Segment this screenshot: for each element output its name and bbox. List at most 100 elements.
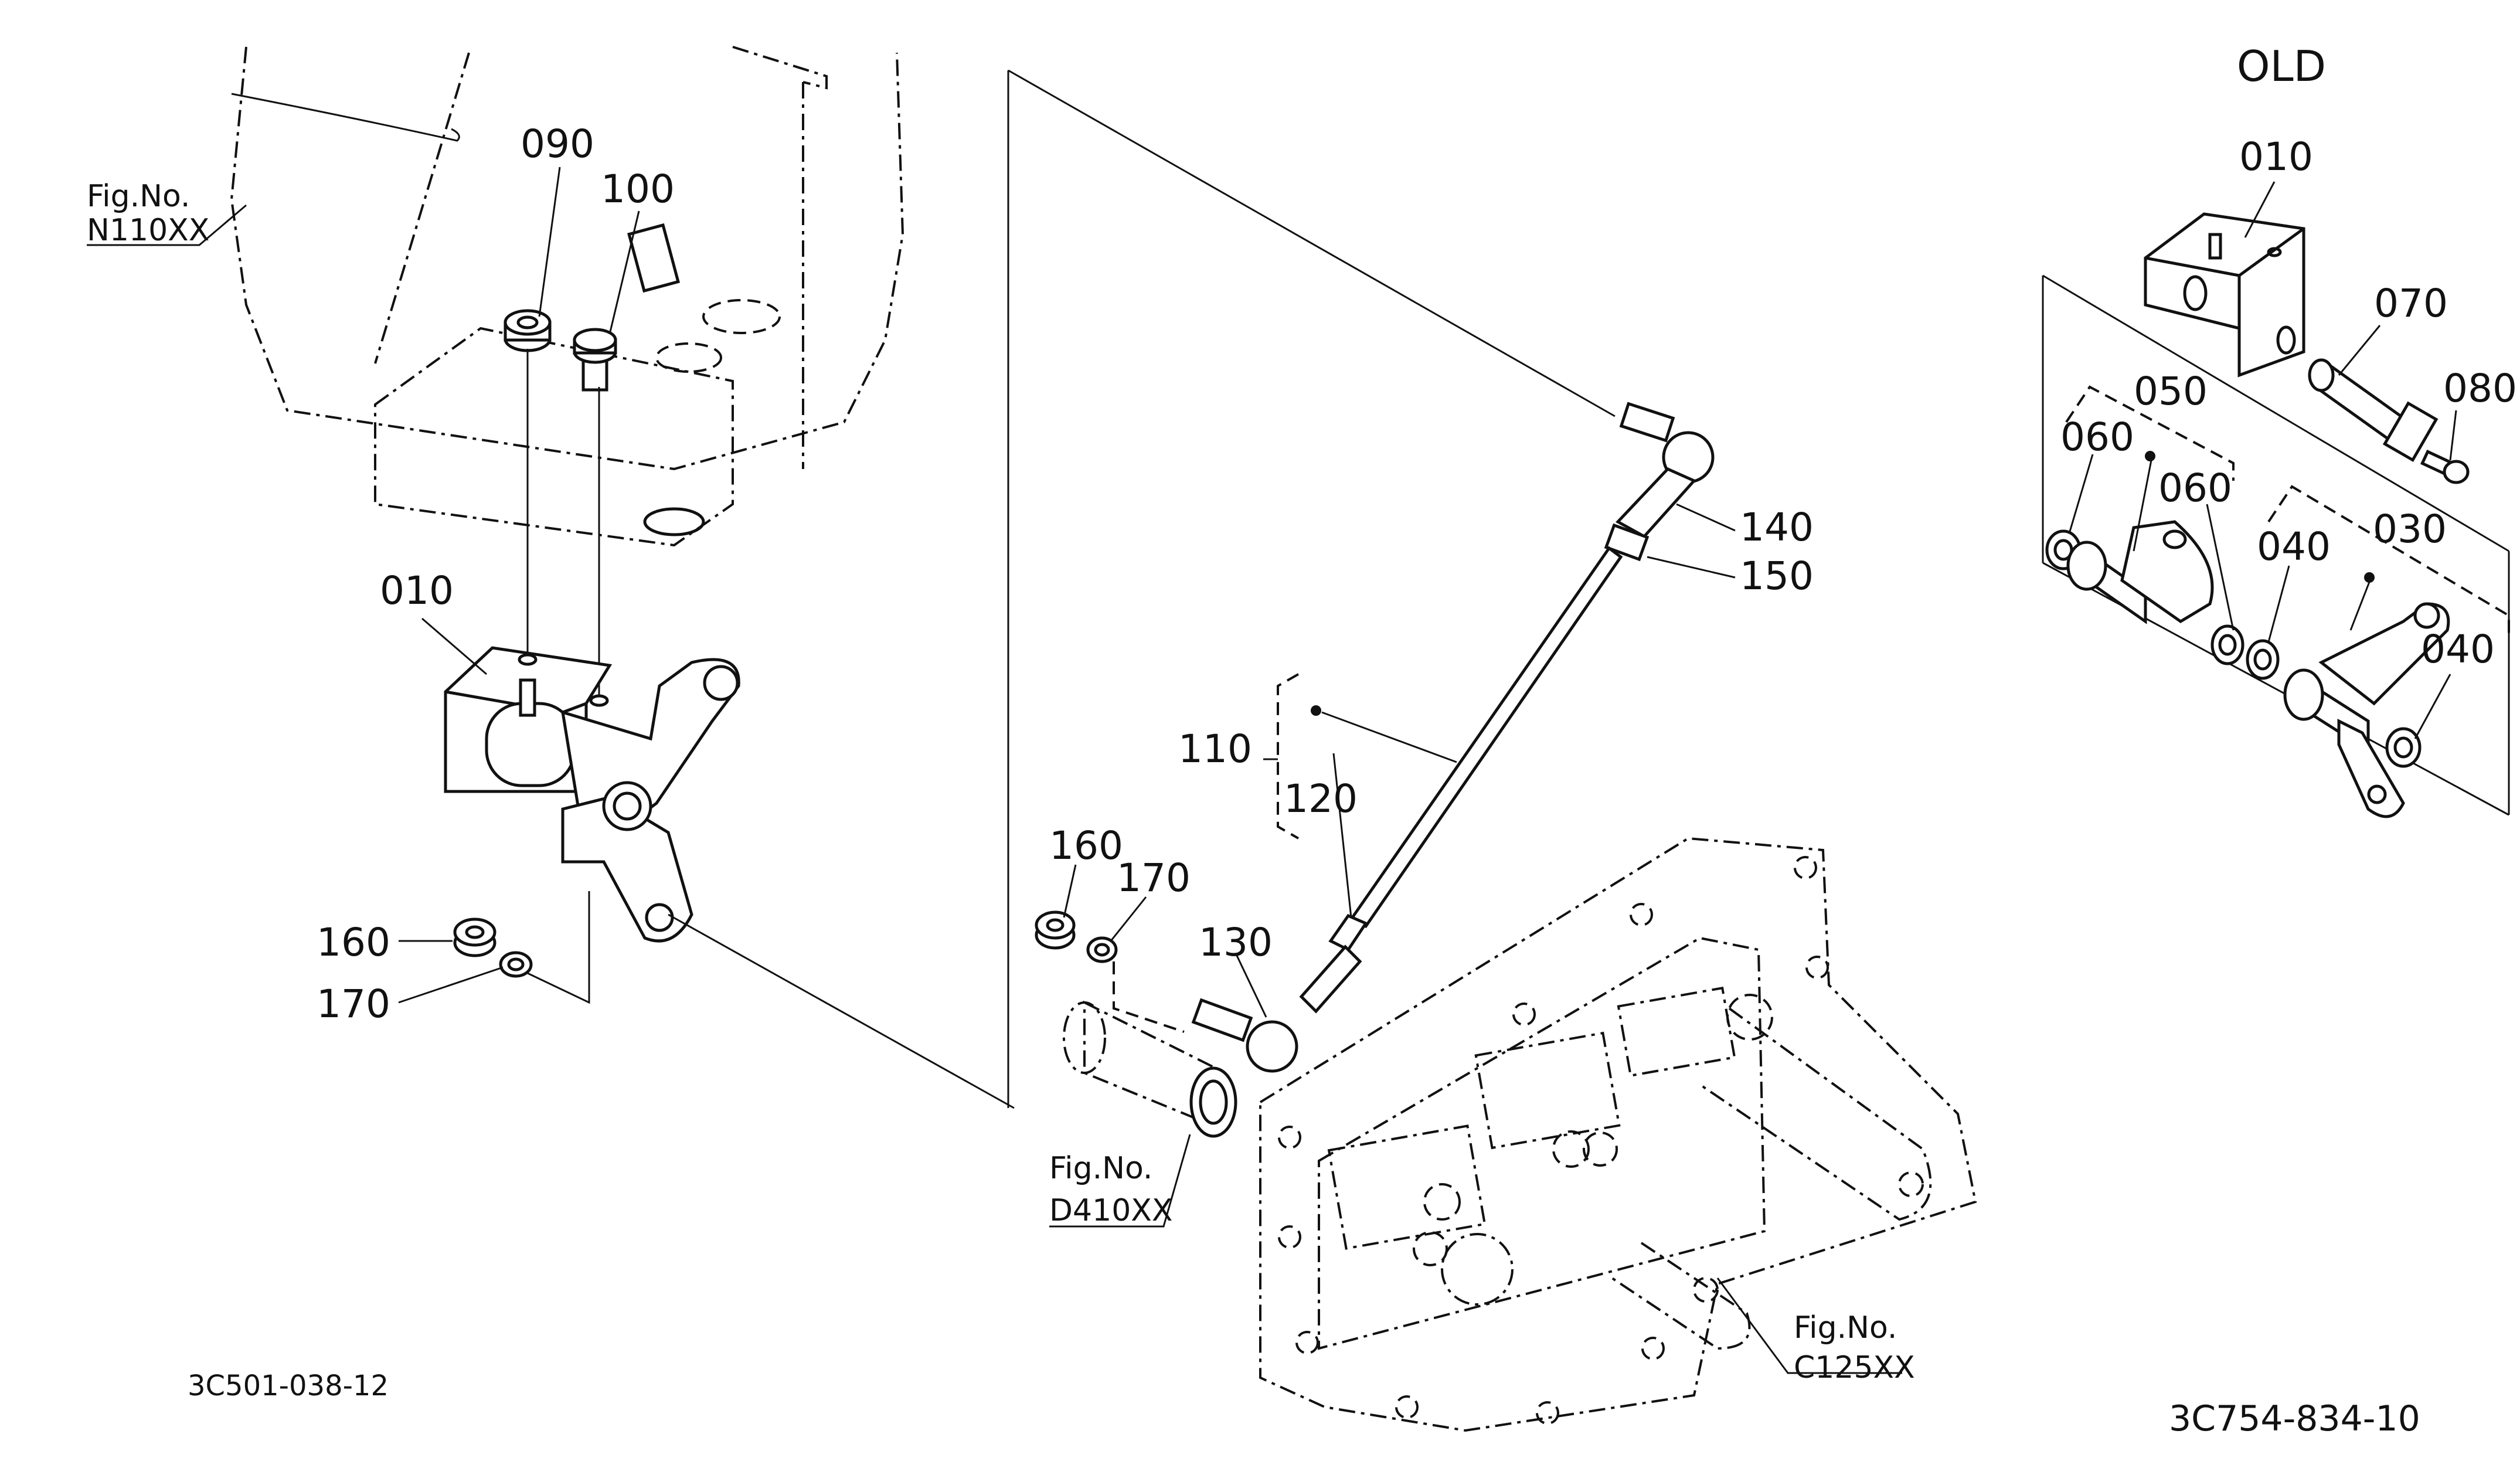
nut-160-left — [453, 918, 496, 957]
drawing-code-right: 3C754-834-10 — [2169, 1398, 2420, 1439]
group-050-outline — [2065, 385, 2235, 481]
bracket-010-old — [2144, 212, 2305, 378]
leader-060-a — [2068, 454, 2094, 534]
old-box-bottom — [2042, 562, 2509, 816]
washer-170-left — [499, 951, 533, 978]
plate-hole-1 — [702, 299, 781, 334]
callout-100: 100 — [601, 166, 675, 212]
bushing-040-a — [2246, 639, 2280, 680]
leader-090 — [538, 166, 561, 317]
link-line-left — [668, 913, 1015, 1109]
labels: OLD Fig.No. N110XX Fig.No. D410XX Fig.No… — [87, 42, 2517, 1439]
arm-030 — [2283, 602, 2450, 818]
leader-100 — [608, 210, 640, 335]
bolt-path-center — [1113, 961, 1185, 1033]
leader-080 — [2449, 410, 2457, 461]
leader-040-b — [2414, 674, 2451, 739]
leader-130 — [1236, 955, 1267, 1018]
leader-c125 — [1716, 1277, 1902, 1374]
callout-150: 150 — [1740, 553, 1814, 599]
ball-joint-140 — [1615, 402, 1715, 539]
bracket-010-left — [444, 646, 740, 943]
leader-140 — [1676, 503, 1736, 532]
bolt-080 — [2420, 450, 2470, 484]
bullet-110 — [1311, 705, 1321, 716]
fig-ref-c125-line1: Fig.No. — [1794, 1310, 1897, 1345]
bushing-040-b — [2385, 727, 2422, 768]
leader-010 — [421, 617, 487, 675]
frame-panel-outline — [230, 46, 904, 471]
leader-110 — [1321, 711, 1457, 763]
left-assembly — [87, 46, 1015, 1109]
fig-ref-d410-line2: D410XX — [1049, 1193, 1173, 1228]
washer-170-center — [1086, 936, 1118, 963]
rod-110 — [1349, 546, 1623, 929]
callout-120: 120 — [1284, 776, 1358, 821]
ball-joint-130 — [1191, 944, 1362, 1073]
arm-050 — [2066, 520, 2214, 624]
callout-060-b: 060 — [2158, 465, 2232, 511]
leader-n110 — [87, 204, 247, 246]
callout-170-center: 170 — [1117, 855, 1191, 900]
leader-160-center — [1063, 864, 1077, 918]
bracket-110 — [1277, 673, 1299, 840]
leader-040-a — [2267, 565, 2290, 643]
leader-170 — [398, 966, 504, 1004]
callout-050: 050 — [2134, 369, 2208, 414]
leader-060-b — [2206, 504, 2235, 631]
leader-010-old — [2244, 181, 2276, 238]
callout-040-b: 040 — [2421, 627, 2495, 672]
plate-clip — [627, 223, 680, 293]
leader-030 — [2349, 577, 2372, 631]
bushing-060-b — [2210, 624, 2244, 665]
callout-030: 030 — [2373, 507, 2447, 552]
leader-050 — [2133, 460, 2152, 552]
nut-150 — [1604, 523, 1650, 562]
plate-hole-3 — [643, 507, 705, 536]
old-box-top — [2042, 274, 2509, 552]
fig-ref-n110-line2: N110XX — [87, 213, 209, 248]
callout-060-a: 060 — [2060, 414, 2134, 460]
callout-070: 070 — [2374, 281, 2448, 326]
group-030-outline — [2267, 485, 2510, 639]
center-assembly — [1035, 402, 1977, 1432]
nut-090 — [504, 309, 552, 352]
bullet-050 — [2145, 451, 2155, 461]
plate-hole-2 — [655, 342, 722, 373]
callout-110: 110 — [1178, 726, 1252, 772]
callout-140: 140 — [1740, 505, 1814, 550]
callout-080: 080 — [2443, 366, 2517, 411]
drawing-code-left: 3C501-038-12 — [188, 1370, 389, 1402]
rod-nut-120 — [1328, 913, 1368, 952]
fig-ref-d410-line1: Fig.No. — [1049, 1151, 1152, 1186]
housing-c125 — [1259, 837, 1977, 1432]
leader-170-center — [1110, 896, 1147, 942]
floor-plate — [374, 327, 734, 547]
callout-160-left: 160 — [317, 920, 390, 965]
frame-tab — [732, 46, 828, 90]
separator-line-top — [1008, 69, 1616, 417]
leader-d410 — [1049, 1134, 1191, 1228]
bolt-100 — [573, 328, 617, 392]
fig-ref-c125-line2: C125XX — [1794, 1350, 1915, 1385]
nut-160-center — [1035, 910, 1076, 950]
callout-010-left: 010 — [380, 568, 454, 613]
old-title: OLD — [2237, 42, 2326, 91]
callout-170-left: 170 — [317, 981, 390, 1027]
old-assembly — [2042, 181, 2510, 818]
cylinder-d410 — [1063, 1000, 1237, 1138]
callout-160-center: 160 — [1049, 823, 1123, 868]
pin-070 — [2308, 358, 2439, 463]
bullet-030 — [2364, 572, 2375, 583]
leader-070 — [2338, 325, 2381, 376]
bolt-path-line — [527, 891, 590, 1004]
callout-130: 130 — [1199, 920, 1273, 965]
leader-150 — [1647, 556, 1736, 579]
callout-010-old: 010 — [2239, 134, 2313, 179]
callout-090: 090 — [521, 121, 594, 166]
leader-120 — [1332, 753, 1352, 918]
frame-rod — [231, 93, 460, 142]
fig-ref-n110-line1: Fig.No. — [87, 179, 190, 214]
frame-rod-line — [374, 52, 470, 364]
